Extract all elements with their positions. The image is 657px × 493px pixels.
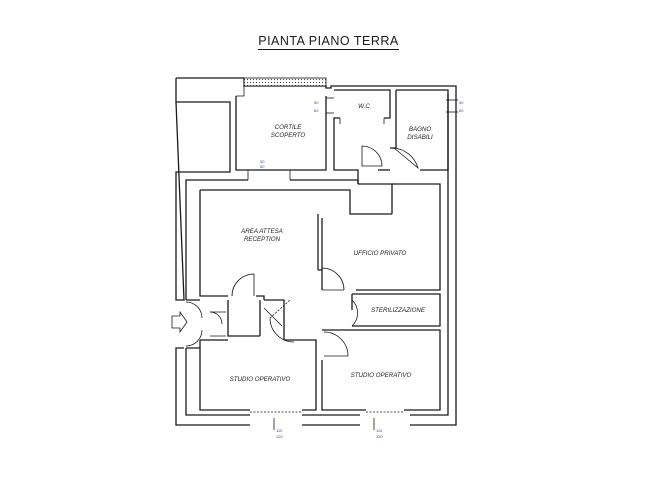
entrance bbox=[185, 299, 226, 349]
ufficio-room: UFFICIO PRIVATO bbox=[317, 214, 407, 270]
entrance-arrow-icon bbox=[171, 310, 188, 334]
courtyard: CORTILE SCOPERTO bbox=[235, 86, 327, 180]
door-studio-left bbox=[269, 299, 295, 343]
plan-title-text: PIANTA PIANO TERRA bbox=[258, 34, 399, 50]
window-courtyard: 50 60 bbox=[314, 97, 334, 114]
reception-label-line1: AREA ATTESA bbox=[240, 228, 283, 235]
studio-left-label: STUDIO OPERATIVO bbox=[230, 376, 291, 383]
ufficio-wall bbox=[356, 183, 441, 291]
central-walls bbox=[227, 269, 323, 340]
sterilizzazione-label: STERILIZZAZIONE bbox=[371, 307, 426, 314]
door-reception bbox=[231, 273, 255, 297]
courtyard-label-line2: SCOPERTO bbox=[271, 132, 306, 139]
courtyard-strip bbox=[243, 77, 327, 87]
window-right: 50 60 bbox=[446, 99, 464, 113]
window-studio-right-b: 120 bbox=[376, 434, 383, 439]
window-right-top: 50 bbox=[459, 100, 464, 105]
window-studio-left-a: 110 bbox=[276, 428, 283, 433]
plan-title: PIANTA PIANO TERRA bbox=[0, 34, 657, 50]
ufficio-label: UFFICIO PRIVATO bbox=[354, 250, 407, 257]
studio-right: STUDIO OPERATIVO bbox=[321, 329, 441, 411]
studio-right-label: STUDIO OPERATIVO bbox=[351, 372, 412, 379]
wc-label: W.C bbox=[358, 103, 370, 110]
door-wc bbox=[361, 145, 383, 167]
door-studio-right bbox=[323, 331, 349, 357]
window-studio-right-a: 110 bbox=[376, 428, 383, 433]
reception-label-line2: RECEPTION bbox=[244, 236, 281, 243]
window-courtyard-bottom-a: 50 bbox=[260, 159, 265, 164]
window-courtyard-top: 50 bbox=[314, 100, 319, 105]
wc-room: W.C bbox=[333, 89, 391, 184]
bagno-room: BAGNO DISABILI bbox=[390, 89, 449, 171]
window-studio-left-b: 120 bbox=[276, 434, 283, 439]
reception-area: AREA ATTESA RECEPTION bbox=[199, 189, 392, 300]
window-courtyard-bottom-b: 60 bbox=[260, 164, 265, 169]
corridor-wall bbox=[358, 183, 393, 214]
bagno-label-line2: DISABILI bbox=[407, 134, 433, 141]
window-courtyard-bottom: 60 bbox=[314, 108, 319, 113]
diagonal-door bbox=[263, 307, 283, 327]
door-ufficio bbox=[321, 267, 345, 291]
window-right-bottom: 60 bbox=[459, 108, 464, 113]
outer-walls bbox=[175, 77, 457, 426]
window-courtyard-bottom: 50 60 bbox=[252, 159, 286, 171]
bagno-label-line1: BAGNO bbox=[409, 126, 432, 133]
courtyard-label-line1: CORTILE bbox=[275, 124, 303, 131]
sterilizzazione-room: STERILIZZAZIONE bbox=[351, 293, 441, 327]
window-studio-left: 110 120 bbox=[250, 411, 302, 439]
studio-left: STUDIO OPERATIVO bbox=[199, 339, 317, 411]
door-bagno bbox=[393, 147, 419, 170]
window-studio-right: 110 120 bbox=[366, 411, 404, 439]
door-sterilizzazione bbox=[351, 299, 358, 327]
